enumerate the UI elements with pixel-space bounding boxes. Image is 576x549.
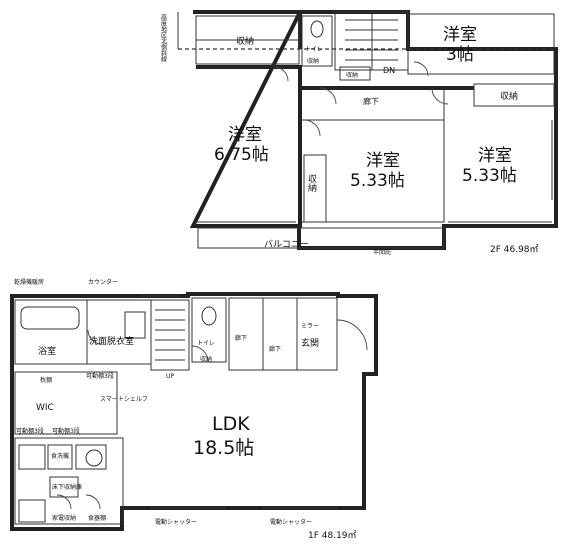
f1-ldk-name: LDK — [212, 413, 250, 435]
f2-storage-c: 収納 — [306, 173, 317, 193]
f1-hall-b: 廊下 — [269, 345, 281, 353]
f2-balcony: バルコニー — [264, 239, 309, 250]
f1-wic: WIC — [36, 403, 54, 413]
f1-floor-storage: 床下収納庫 — [52, 483, 82, 491]
f1-toilet-storage: 収納 — [200, 355, 212, 363]
f1-appliance-storage: 家電収納 — [52, 514, 76, 522]
f1-mirror: ミラー — [301, 323, 319, 330]
f1-wic-shelf-l: 可動棚3段 — [16, 427, 44, 435]
f2-small-storage: 収納 — [346, 71, 358, 79]
f2-room-ne-size: 3帖 — [446, 45, 474, 65]
f2-room-ne-name: 洋室 — [443, 25, 477, 45]
f2-room-c-size: 5.33帖 — [350, 171, 405, 191]
f2-storage-e: 収納 — [500, 90, 518, 102]
f2-toilet-storage: 収納 — [307, 57, 319, 65]
f1-closet-pole: 枕棚 — [40, 376, 52, 384]
f2-area-label: 2F 46.98㎡ — [490, 244, 539, 255]
f1-hall-a: 廊下 — [235, 334, 247, 342]
f1-smart-shelf: スマートシェルフ — [100, 396, 148, 403]
f2-hall: 廊下 — [363, 96, 379, 106]
f2-room-c-name: 洋室 — [366, 151, 400, 171]
f1-counter: カウンター — [88, 278, 118, 286]
f2-eave: 半間庇 — [373, 248, 391, 256]
f1-entrance: 玄関 — [301, 337, 319, 349]
f2-height-limit: 高度地区北側斜線 — [160, 13, 167, 62]
f2-room-nw-name: 洋室 — [228, 125, 262, 145]
f1-ldk-size: 18.5帖 — [193, 437, 254, 459]
f1-wic-shelf-r: 可動棚3段 — [52, 427, 80, 435]
f1-shelf-movable: 可動棚3段 — [86, 372, 114, 380]
f1-cupboard: 食器棚 — [88, 514, 106, 522]
f1-washroom: 洗面脱衣室 — [89, 335, 134, 347]
f1-area-label: 1F 48.19㎡ — [308, 530, 357, 541]
f2-toilet: トイレ — [305, 46, 323, 53]
f1-up: UP — [166, 373, 174, 380]
f1-toilet: トイレ — [197, 340, 215, 347]
f2-room-nw-size: 6.75帖 — [214, 145, 269, 165]
f2-room-e-size: 5.33帖 — [462, 166, 517, 186]
floor2: 高度地区北側斜線 収納 トイレ 収納 収納 DN 廊下 洋室 6.75帖 洋室 … — [160, 10, 558, 256]
f1-dishwasher: 食洗機 — [51, 452, 69, 460]
floor1: 乾燥機暖房 カウンター 洗面脱衣室 浴室 トイレ 収納 廊下 廊下 ミラー 玄関… — [10, 278, 378, 541]
f2-storage-top: 収納 — [236, 35, 254, 47]
f1-shutter-r: 電動シャッター — [270, 518, 312, 526]
f1-bath: 浴室 — [38, 345, 56, 357]
f1-shutter-l: 電動シャッター — [155, 518, 197, 526]
f2-room-e-name: 洋室 — [478, 146, 512, 166]
f1-dryer: 乾燥機暖房 — [14, 278, 44, 286]
f2-dn: DN — [383, 66, 395, 75]
